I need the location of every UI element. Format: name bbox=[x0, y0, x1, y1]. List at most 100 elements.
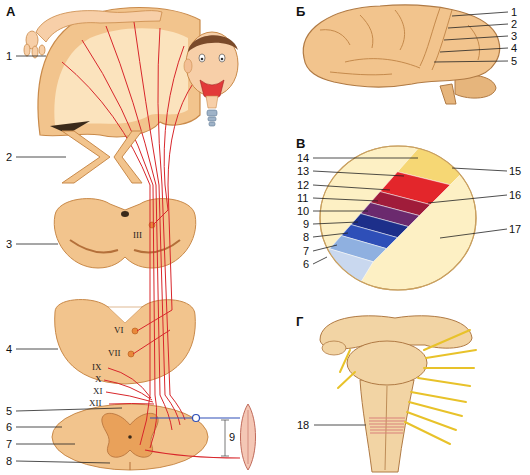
pons-section bbox=[55, 300, 196, 384]
reflex-arc bbox=[145, 415, 240, 459]
brainstem bbox=[370, 433, 403, 434]
brain-lateral bbox=[303, 5, 499, 87]
internal-capsule bbox=[62, 131, 110, 183]
leader-line bbox=[313, 198, 378, 201]
spinal-section bbox=[52, 404, 208, 470]
callout-number: 1 bbox=[511, 6, 517, 19]
brainstem bbox=[369, 421, 405, 422]
nerve-numeral: III bbox=[133, 230, 142, 241]
cortical-fibers bbox=[106, 26, 156, 185]
reflex-arc bbox=[145, 450, 240, 458]
midbrain-section bbox=[121, 211, 129, 217]
callout-number: 18 bbox=[297, 419, 309, 432]
homunculus-hand bbox=[24, 11, 162, 58]
leader-line bbox=[16, 444, 75, 445]
nerve-numeral: XII bbox=[89, 398, 102, 409]
brain-lateral bbox=[303, 5, 499, 104]
reflex-arc bbox=[225, 420, 226, 456]
cortical-fibers bbox=[168, 82, 194, 185]
brainstem bbox=[322, 341, 346, 355]
leader-line bbox=[313, 211, 368, 212]
leader-line bbox=[314, 425, 366, 426]
brain-lateral bbox=[345, 59, 420, 68]
brainstem bbox=[409, 402, 462, 416]
leader-line bbox=[428, 195, 507, 203]
face bbox=[188, 35, 238, 52]
brainstem bbox=[370, 427, 404, 428]
descending-tract bbox=[104, 380, 152, 400]
brain-lateral bbox=[468, 25, 480, 60]
leader-line bbox=[313, 185, 390, 190]
callout-number: 12 bbox=[297, 179, 309, 192]
cortical-fibers bbox=[158, 28, 162, 185]
nerve-numeral: VI bbox=[114, 325, 124, 336]
cortical-map bbox=[300, 130, 492, 300]
leader-line bbox=[16, 427, 62, 428]
callout-number: 7 bbox=[303, 245, 309, 258]
callout-number: 13 bbox=[297, 165, 309, 178]
nerve-numeral: X bbox=[95, 374, 102, 385]
callout-number: 9 bbox=[303, 218, 309, 231]
descending-tract bbox=[162, 185, 185, 420]
nerve-numeral: IX bbox=[92, 362, 102, 373]
descending-tract bbox=[140, 185, 150, 445]
spinal-section bbox=[130, 462, 131, 470]
callout-number: 16 bbox=[509, 189, 521, 202]
homunculus-hand bbox=[36, 11, 162, 42]
leader-line bbox=[16, 56, 122, 463]
leader-line bbox=[313, 158, 507, 264]
midbrain-section bbox=[54, 199, 196, 268]
face bbox=[207, 110, 217, 116]
face bbox=[209, 122, 215, 126]
midbrain-section bbox=[70, 240, 118, 252]
leader-line bbox=[314, 425, 366, 426]
pons-section bbox=[55, 300, 196, 384]
leader-line bbox=[440, 229, 507, 238]
callout-number: 7 bbox=[6, 438, 12, 451]
face bbox=[219, 54, 225, 62]
leader-line bbox=[313, 245, 337, 251]
leader-line bbox=[452, 12, 508, 16]
reflex-arc bbox=[221, 420, 229, 456]
callout-number: 6 bbox=[6, 421, 12, 434]
brainstem bbox=[369, 418, 405, 433]
callout-number: 6 bbox=[303, 258, 309, 271]
descending-tract bbox=[133, 330, 170, 354]
brainstem bbox=[424, 330, 470, 350]
spinal-section bbox=[128, 435, 132, 439]
panel-letter: Г bbox=[296, 314, 303, 329]
face bbox=[184, 59, 192, 73]
brainstem bbox=[385, 386, 387, 470]
panel-letter: Б bbox=[296, 4, 305, 19]
cortical-map bbox=[300, 249, 373, 300]
callout-number: 15 bbox=[509, 165, 521, 178]
muscle bbox=[241, 404, 256, 470]
brain-lateral bbox=[360, 15, 373, 48]
brainstem bbox=[338, 372, 355, 388]
brainstem bbox=[340, 350, 350, 372]
leader-line bbox=[434, 61, 508, 62]
leader-line bbox=[16, 349, 58, 350]
callout-number: 3 bbox=[6, 238, 12, 251]
callout-number: 9 bbox=[229, 431, 235, 444]
brain-lateral bbox=[330, 72, 392, 75]
callout-number: 5 bbox=[511, 55, 517, 68]
leader-line bbox=[16, 408, 122, 411]
callout-number: 11 bbox=[297, 192, 308, 205]
brainstem bbox=[426, 350, 476, 358]
brainstem bbox=[360, 380, 414, 472]
brain-lateral bbox=[440, 84, 456, 104]
leader-line bbox=[16, 157, 66, 158]
leader-line bbox=[313, 257, 327, 264]
cortical-map bbox=[320, 146, 476, 290]
brain-lateral bbox=[320, 8, 480, 75]
pons-section bbox=[108, 307, 142, 323]
leader-line bbox=[440, 48, 508, 52]
reflex-arc bbox=[193, 415, 200, 422]
leader-line bbox=[313, 171, 404, 176]
homunculus-hand bbox=[24, 44, 30, 56]
brainstem bbox=[369, 418, 405, 419]
muscle bbox=[248, 410, 249, 464]
